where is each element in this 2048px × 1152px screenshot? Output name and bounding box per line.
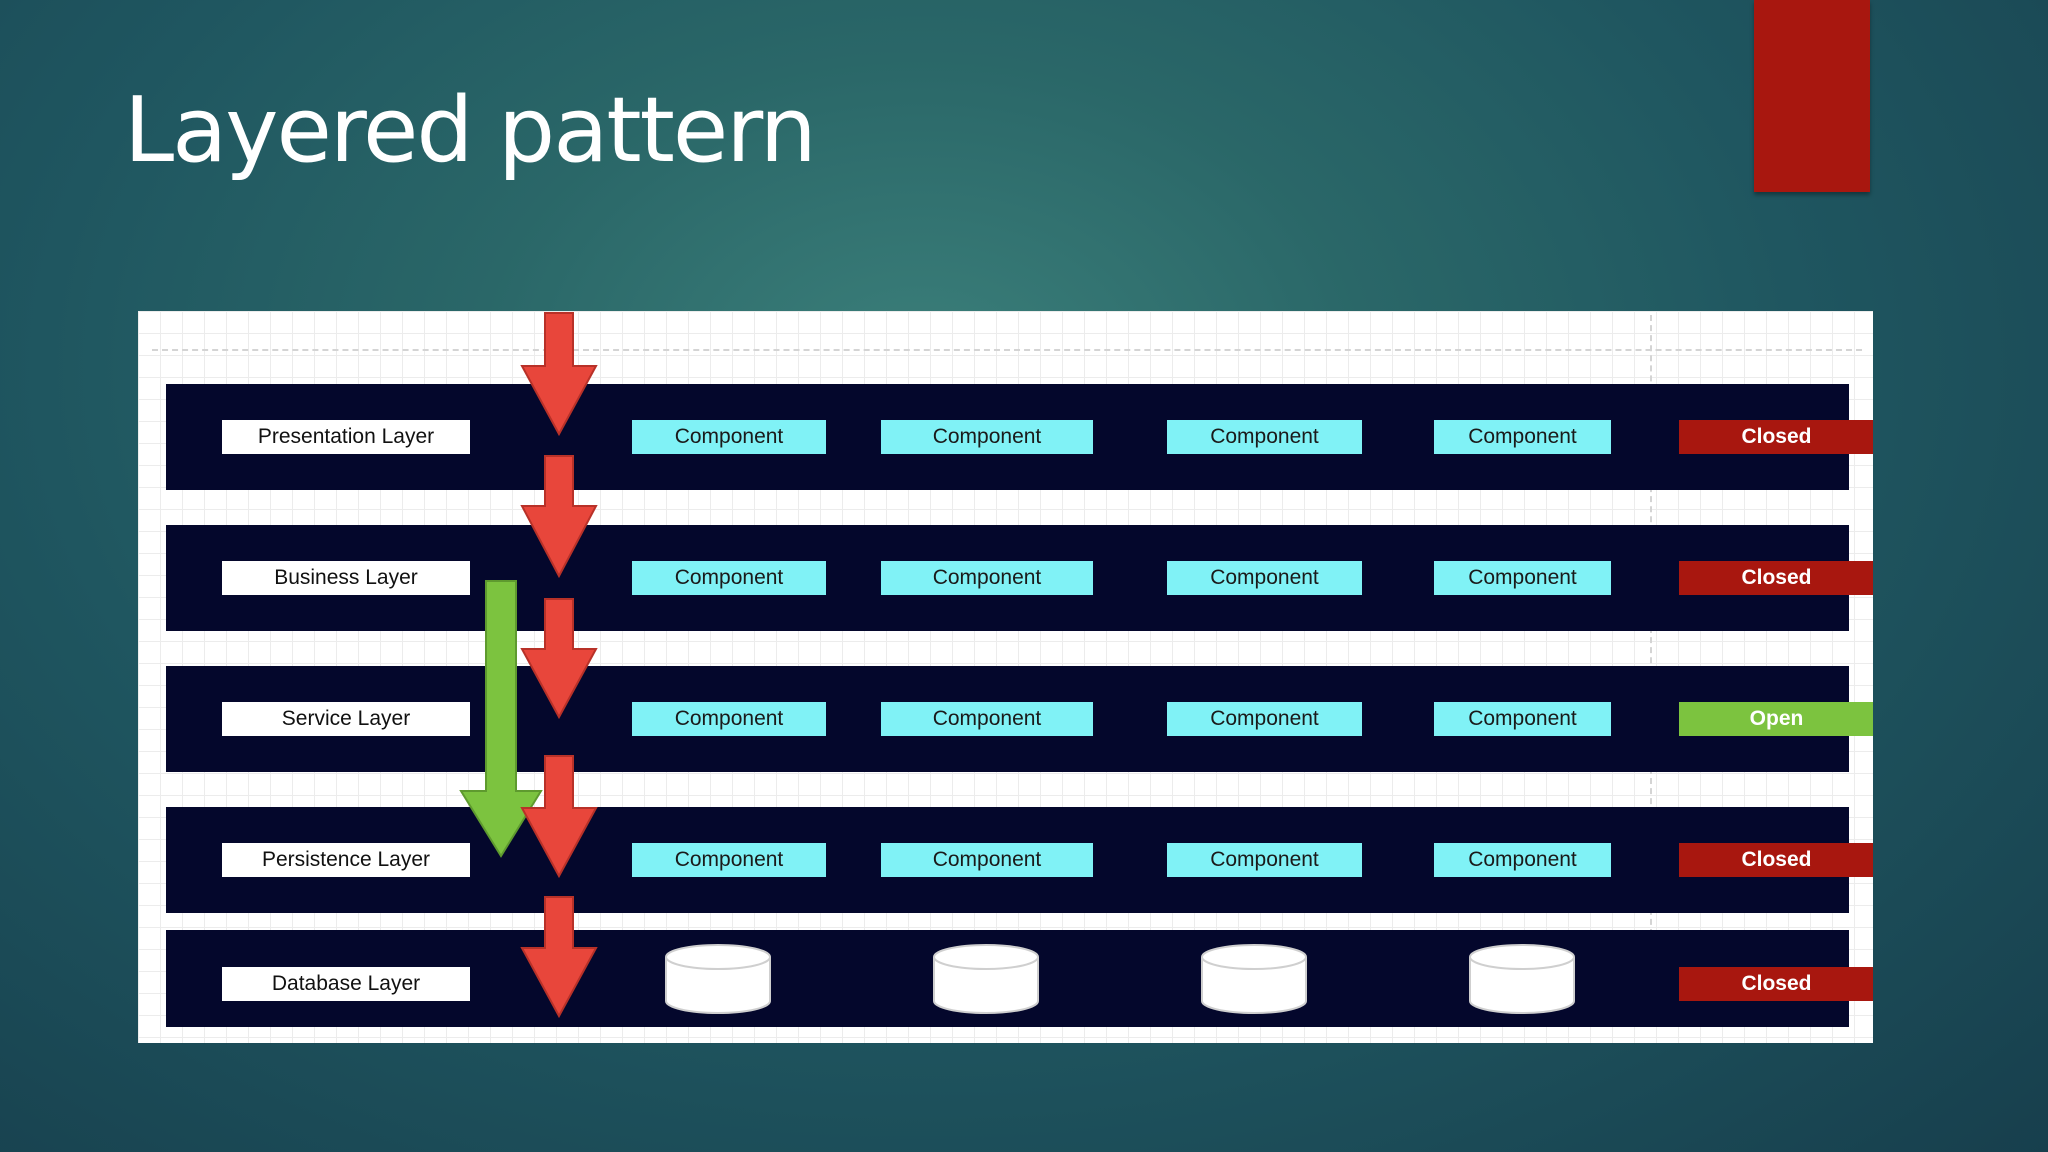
component-box: Component — [1434, 561, 1611, 595]
layer-label: Business Layer — [222, 561, 470, 595]
component-box: Component — [632, 420, 826, 454]
component-box: Component — [1434, 702, 1611, 736]
layer-band-service: Service Layer Component Component Compon… — [166, 666, 1873, 772]
component-box: Component — [632, 702, 826, 736]
status-badge-closed: Closed — [1679, 420, 1873, 454]
component-box: Component — [881, 420, 1093, 454]
component-box: Component — [1434, 420, 1611, 454]
slide-title: Layered pattern — [124, 78, 817, 183]
layer-band-database: Database Layer Closed — [166, 930, 1873, 1027]
component-box: Component — [1167, 702, 1362, 736]
layer-band-business: Business Layer Component Component Compo… — [166, 525, 1873, 631]
database-icon — [1469, 944, 1575, 1014]
component-box: Component — [632, 843, 826, 877]
component-box: Component — [881, 702, 1093, 736]
component-box: Component — [881, 843, 1093, 877]
database-icon — [1201, 944, 1307, 1014]
database-icon — [933, 944, 1039, 1014]
component-box: Component — [1167, 561, 1362, 595]
component-box: Component — [632, 561, 826, 595]
status-badge-closed: Closed — [1679, 843, 1873, 877]
layer-label: Database Layer — [222, 967, 470, 1001]
layer-label: Service Layer — [222, 702, 470, 736]
component-box: Component — [1434, 843, 1611, 877]
component-box: Component — [881, 561, 1093, 595]
layered-diagram: Presentation Layer Component Component C… — [138, 311, 1873, 1043]
layer-label: Persistence Layer — [222, 843, 470, 877]
component-box: Component — [1167, 420, 1362, 454]
status-badge-closed: Closed — [1679, 967, 1873, 1001]
database-icon — [665, 944, 771, 1014]
guide-line — [152, 349, 1862, 351]
layer-label: Presentation Layer — [222, 420, 470, 454]
status-badge-closed: Closed — [1679, 561, 1873, 595]
corner-accent-tab — [1754, 0, 1870, 192]
layer-band-presentation: Presentation Layer Component Component C… — [166, 384, 1873, 490]
layer-band-persistence: Persistence Layer Component Component Co… — [166, 807, 1873, 913]
status-badge-open: Open — [1679, 702, 1873, 736]
component-box: Component — [1167, 843, 1362, 877]
